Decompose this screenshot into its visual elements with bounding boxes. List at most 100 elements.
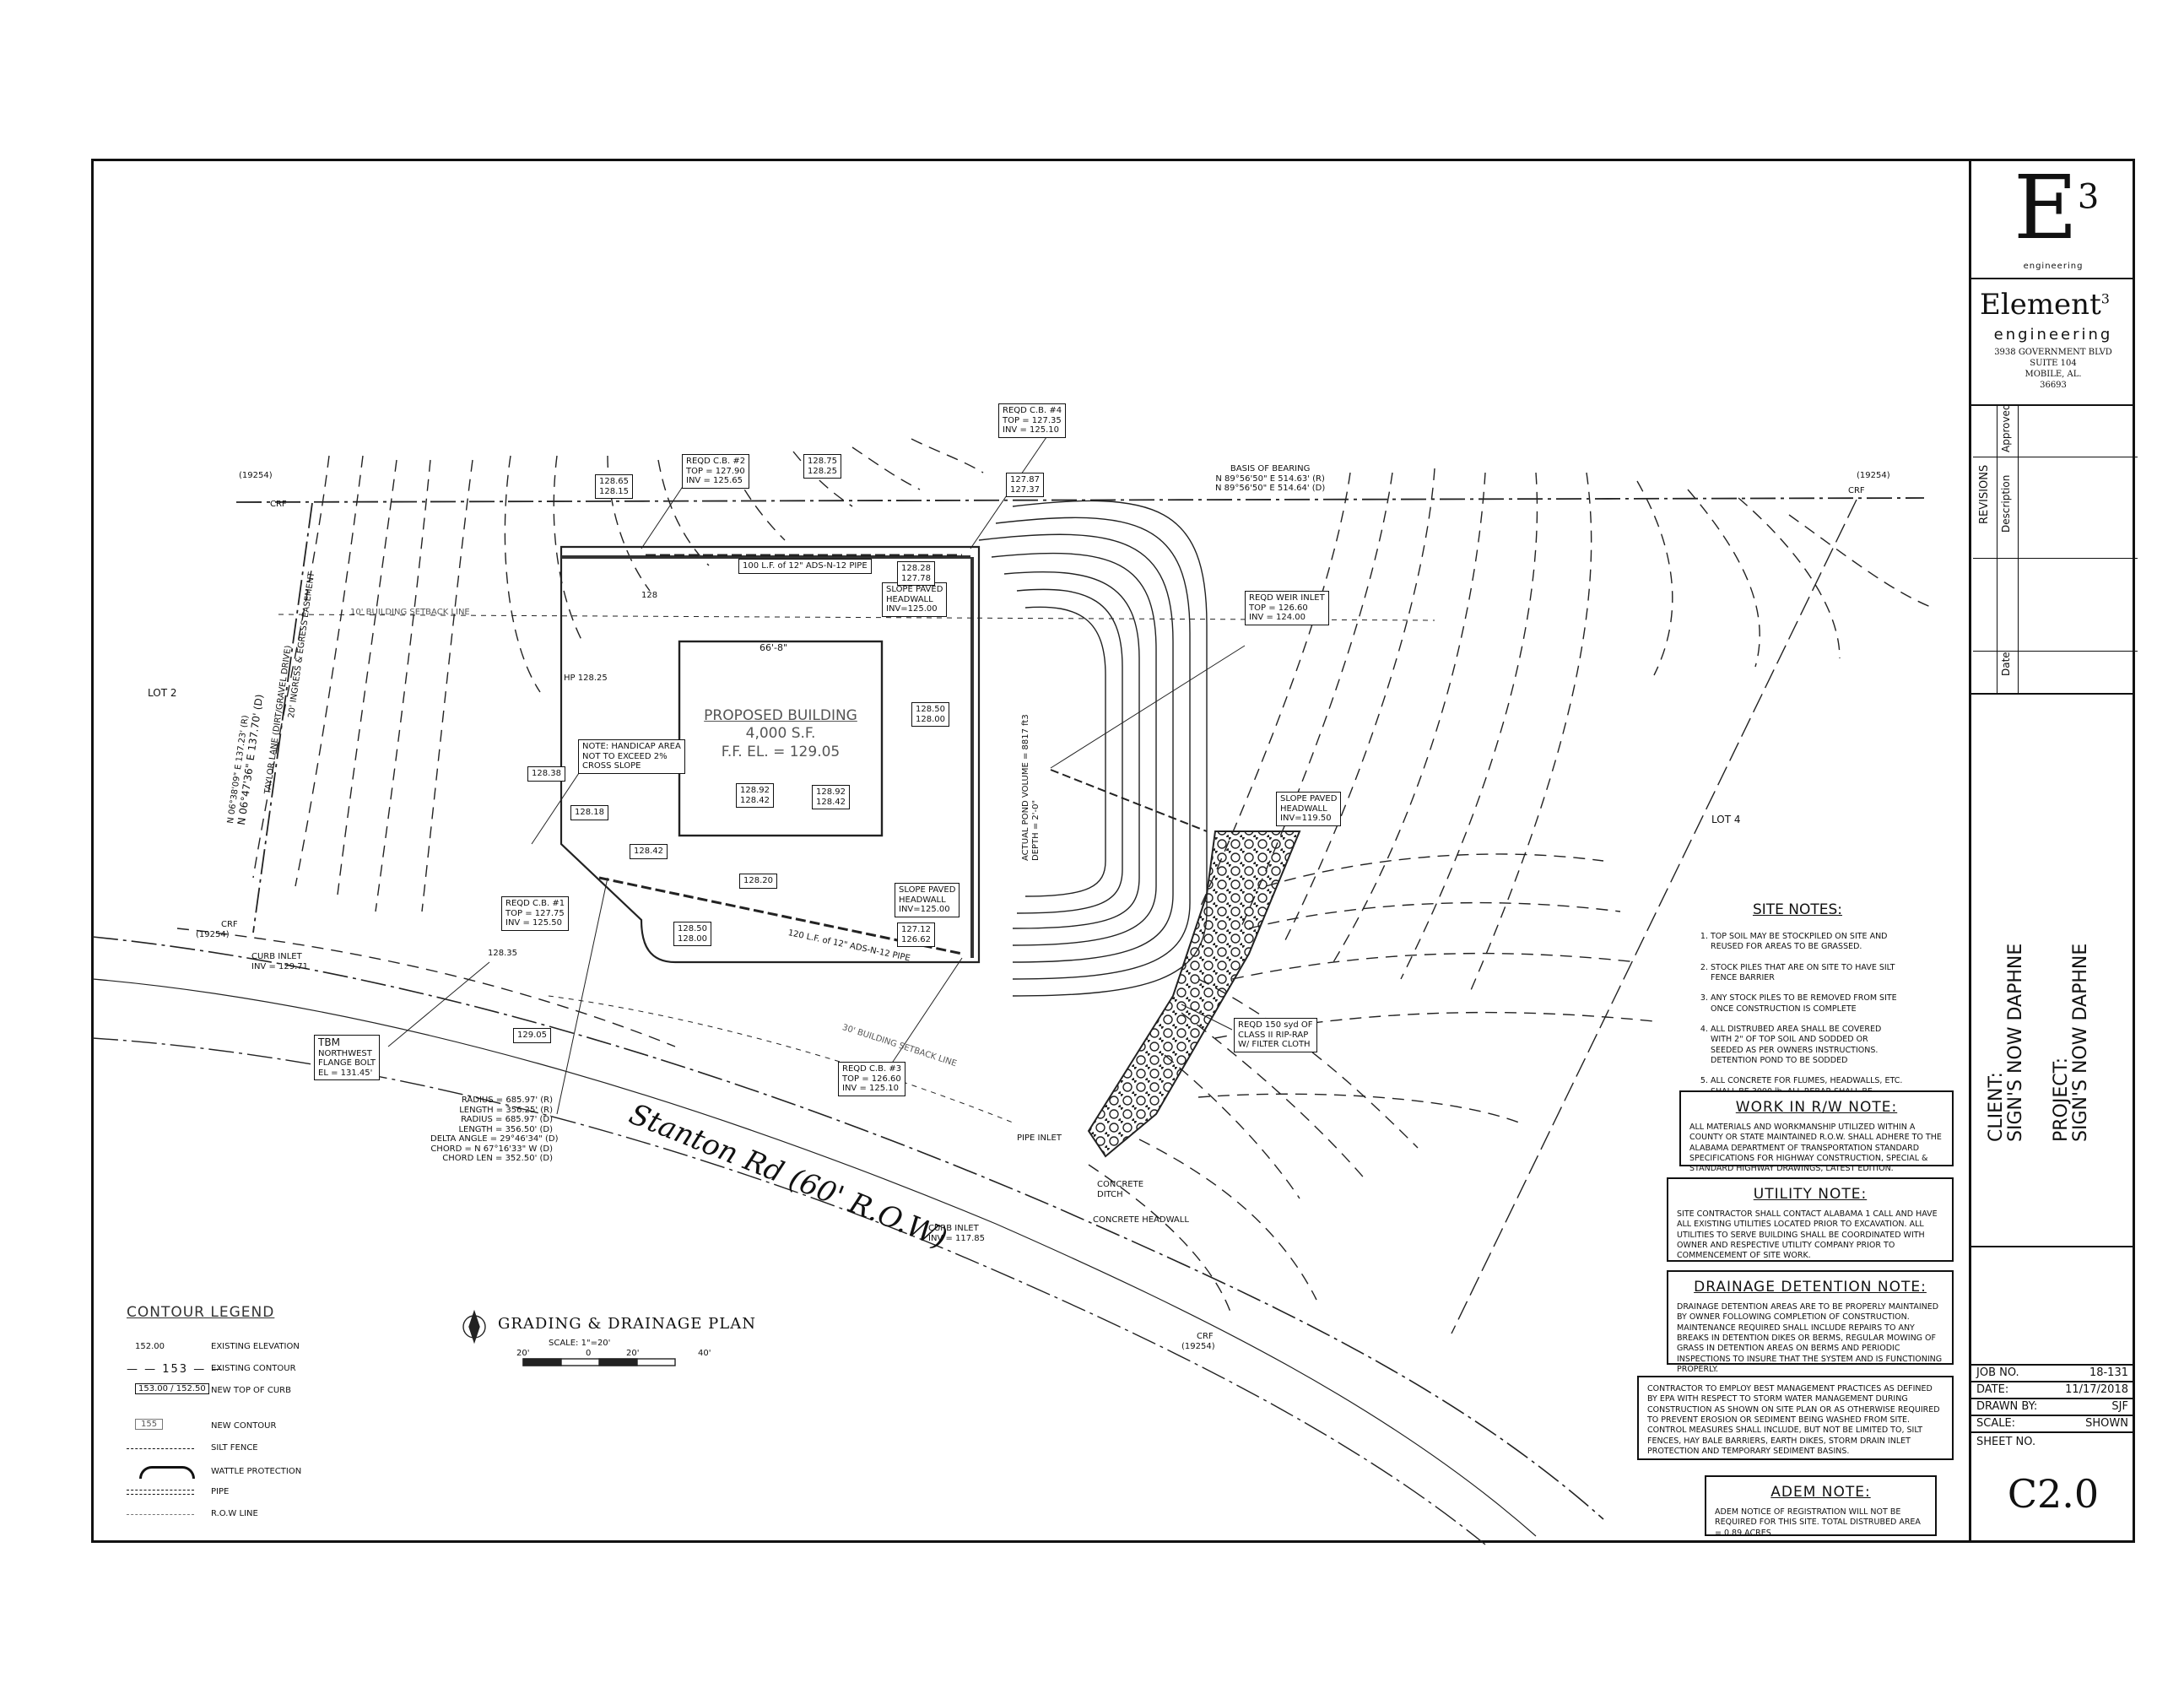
west-property-line bbox=[252, 502, 313, 933]
riprap-channel bbox=[1087, 830, 1301, 1158]
spot-elevation: 128 bbox=[641, 591, 658, 600]
e3-logo: E3 bbox=[2014, 156, 2100, 259]
drawn-row: DRAWN BY: SJF bbox=[1971, 1399, 2135, 1416]
legend-title: CONTOUR LEGEND bbox=[127, 1304, 275, 1321]
parking-outline bbox=[560, 545, 981, 964]
site-note-item: TOP SOIL MAY BE STOCKPILED ON SITE AND R… bbox=[1711, 932, 1903, 953]
logo-cell: E3 engineering bbox=[1971, 159, 2135, 279]
blank-cell bbox=[1971, 1247, 2135, 1366]
legend-row: 155 NEW CONTOUR bbox=[127, 1419, 380, 1437]
curve-data: RADIUS = 685.97' (R)LENGTH = 356.25' (R)… bbox=[430, 1096, 559, 1163]
lot-2-label: LOT 2 bbox=[148, 687, 177, 699]
client-block: CLIENT:SIGN'S NOW DAPHNE bbox=[1986, 943, 2027, 1142]
work-in-row-note: WORK IN R/W NOTE: ALL MATERIALS AND WORK… bbox=[1679, 1090, 1954, 1173]
building-line1: PROPOSED BUILDING bbox=[704, 707, 857, 724]
crf-marker-nw: CRF bbox=[270, 500, 287, 509]
pipe-inlet-label: PIPE INLET bbox=[1017, 1133, 1062, 1143]
lot-4-label: LOT 4 bbox=[1711, 814, 1741, 825]
legend-row: 152.00 EXISTING ELEVATION bbox=[135, 1342, 300, 1351]
revisions-cell: REVISIONS Date Description Approved bbox=[1971, 403, 2138, 695]
building-dimension: 66'-8" bbox=[760, 642, 788, 653]
existing-contours bbox=[176, 438, 1933, 1317]
plan-title: GRADING & DRAINAGE PLAN bbox=[498, 1315, 756, 1333]
spot-elevation: HP 128.25 bbox=[564, 674, 608, 683]
project-block: PROJECT:SIGN'S NOW DAPHNE bbox=[2051, 943, 2092, 1142]
scale-bar-graphic bbox=[522, 1358, 676, 1366]
building-label: PROPOSED BUILDING 4,000 S.F. F.F. EL. = … bbox=[692, 707, 869, 761]
client-project-cell: CLIENT:SIGN'S NOW DAPHNE PROJECT:SIGN'S … bbox=[1971, 695, 2135, 1247]
crf-id-ne: (19254) bbox=[1857, 471, 1890, 480]
spot-elevation: 128.38 bbox=[527, 766, 565, 782]
spot-elevation: 128.35 bbox=[488, 949, 517, 958]
drainage-detention-note: DRAINAGE DETENTION NOTE: DRAINAGE DETENT… bbox=[1667, 1270, 1954, 1374]
north-property-line bbox=[235, 497, 1925, 503]
utility-note: UTILITY NOTE: SITE CONTRACTOR SHALL CONT… bbox=[1667, 1177, 1954, 1262]
building-line3: F.F. EL. = 129.05 bbox=[721, 743, 841, 760]
spot-elevation: 128.42 bbox=[630, 844, 668, 859]
legend-row: R.O.W LINE bbox=[127, 1507, 380, 1525]
site-note-item: ALL DISTRUBED AREA SHALL BE COVERED WITH… bbox=[1711, 1025, 1903, 1066]
site-note-item: ANY STOCK PILES TO BE REMOVED FROM SITE … bbox=[1711, 993, 1903, 1014]
north-arrow-graphic bbox=[462, 1309, 486, 1344]
building-footprint bbox=[678, 640, 884, 837]
legend-row: 153.00 / 152.50 NEW TOP OF CURB bbox=[127, 1383, 380, 1402]
firm-name: Element3 bbox=[1980, 288, 2110, 322]
concrete-ditch-label: CONCRETE DITCH bbox=[1097, 1180, 1144, 1199]
pipe-top-label: 100 L.F. of 12" ADS-N-12 PIPE bbox=[738, 559, 872, 574]
crf-id-nw: (19254) bbox=[239, 471, 273, 480]
plan-scale: SCALE: 1"=20' bbox=[549, 1339, 611, 1348]
sheet-number: C2.0 bbox=[2007, 1471, 2100, 1517]
east-property-line bbox=[1451, 499, 1857, 1334]
spot-elevation: 128.20 bbox=[739, 874, 777, 889]
concrete-headwall-label: CONCRETE HEADWALL bbox=[1093, 1215, 1189, 1225]
building-line2: 4,000 S.F. bbox=[745, 725, 816, 743]
legend-row: WATTLE PROTECTION bbox=[127, 1464, 380, 1483]
job-row: JOB NO. 18-131 bbox=[1971, 1366, 2135, 1382]
bmp-note: CONTRACTOR TO EMPLOY BEST MANAGEMENT PRA… bbox=[1637, 1376, 1954, 1460]
sheet-border bbox=[91, 159, 2135, 1543]
new-contours bbox=[978, 500, 1208, 997]
site-notes-title: SITE NOTES: bbox=[1752, 901, 1843, 918]
crf-id-sw: (19254) bbox=[196, 930, 230, 939]
setback-top-label: 10' BUILDING SETBACK LINE bbox=[350, 608, 470, 617]
site-notes: SITE NOTES: TOP SOIL MAY BE STOCKPILED O… bbox=[1692, 901, 1903, 1117]
sheet-row: SHEET NO. C2.0 bbox=[1971, 1433, 2135, 1543]
legend-row: PIPE bbox=[127, 1485, 380, 1503]
spot-elevation: 129.05 bbox=[513, 1028, 551, 1043]
spot-elevation: 128.18 bbox=[570, 805, 608, 820]
legend-row: — — 153 — — EXISTING CONTOUR bbox=[127, 1363, 296, 1376]
row-line-north bbox=[92, 936, 1604, 1520]
date-row: DATE: 11/17/2018 bbox=[1971, 1382, 2135, 1399]
contour-legend: CONTOUR LEGEND 152.00 EXISTING ELEVATION… bbox=[127, 1304, 363, 1518]
scale-row: SCALE: SHOWN bbox=[1971, 1416, 2135, 1433]
title-block: E3 engineering Element3 engineering 3938… bbox=[1969, 159, 2138, 1543]
crf-id-se: (19254) bbox=[1181, 1342, 1215, 1351]
legend-row: SILT FENCE bbox=[127, 1441, 380, 1459]
firm-cell: Element3 engineering 3938 GOVERNMENT BLV… bbox=[1971, 279, 2135, 406]
crf-marker-sw: CRF bbox=[221, 920, 238, 929]
